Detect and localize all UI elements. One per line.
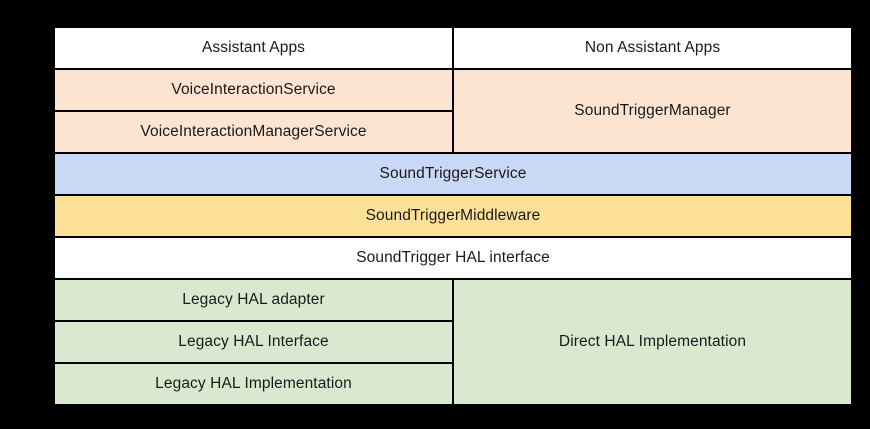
table-row-legacy-hal-adapter: Legacy HAL adapter Direct HAL Implementa…	[53, 278, 853, 406]
header-cell-assistant-apps: Assistant Apps	[53, 26, 454, 70]
table-row-voice-interaction-manager-service: VoiceInteractionManagerService	[53, 110, 852, 154]
table-row-voice-interaction-service: VoiceInteractionService SoundTriggerMana…	[53, 68, 853, 154]
cell-sound-trigger-middleware: SoundTriggerMiddleware	[53, 194, 853, 238]
cell-legacy-hal-interface: Legacy HAL Interface	[53, 320, 454, 364]
architecture-layer-table: Assistant Apps Non Assistant Apps VoiceI…	[53, 26, 853, 406]
cell-sound-trigger-manager: SoundTriggerManager	[452, 68, 853, 154]
cell-voice-interaction-manager-service: VoiceInteractionManagerService	[53, 110, 454, 154]
cell-sound-trigger-service: SoundTriggerService	[53, 152, 853, 196]
table-row-sound-trigger-service: SoundTriggerService	[53, 152, 853, 196]
table-row-legacy-hal-interface: Legacy HAL Interface	[53, 320, 852, 364]
header-cell-non-assistant-apps: Non Assistant Apps	[452, 26, 853, 70]
cell-legacy-hal-implementation: Legacy HAL Implementation	[53, 362, 454, 406]
cell-direct-hal-implementation: Direct HAL Implementation	[452, 278, 853, 406]
cell-sound-trigger-hal-interface: SoundTrigger HAL interface	[53, 236, 853, 280]
table-row-legacy-hal-implementation: Legacy HAL Implementation	[53, 362, 852, 406]
cell-voice-interaction-service: VoiceInteractionService	[53, 68, 454, 112]
table-row-sound-trigger-middleware: SoundTriggerMiddleware	[53, 194, 853, 238]
table-row-header: Assistant Apps Non Assistant Apps	[53, 26, 853, 70]
cell-legacy-hal-adapter: Legacy HAL adapter	[53, 278, 454, 322]
table-row-sound-trigger-hal-interface: SoundTrigger HAL interface	[53, 236, 853, 280]
